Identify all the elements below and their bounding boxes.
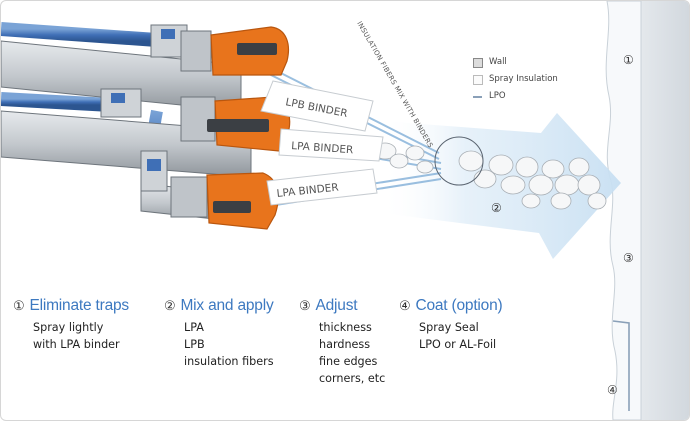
step-1-lines: Spray lightly with LPA binder	[13, 319, 129, 353]
step-4-line: Spray Seal	[419, 321, 479, 334]
step-1-title: ① Eliminate traps	[13, 297, 129, 315]
step-2-number: ②	[164, 298, 176, 313]
binder-tag-2-label: LPA BINDER	[291, 140, 354, 156]
legend-item-wall: Wall	[473, 57, 558, 74]
step-4-lines: Spray Seal LPO or AL-Foil	[399, 319, 502, 353]
step-4: ④ Coat (option) Spray Seal LPO or AL-Foil	[399, 297, 503, 353]
step-3-number: ③	[299, 298, 311, 313]
legend-label: LPO	[489, 91, 506, 101]
step-1-line: with LPA binder	[33, 338, 120, 351]
spray-insulation-layer	[605, 1, 642, 420]
step-1: ① Eliminate traps Spray lightly with LPA …	[13, 297, 129, 353]
mixing-point-circle	[434, 136, 484, 186]
step-3-line: thickness	[319, 321, 372, 334]
step-3-lines: thickness hardness fine edges corners, e…	[299, 319, 385, 387]
legend-item-lpo: LPO	[473, 91, 558, 108]
spray-swatch	[473, 75, 483, 85]
step-2-line: LPA	[184, 321, 204, 334]
wall-swatch	[473, 58, 483, 68]
steps: ① Eliminate traps Spray lightly with LPA …	[1, 297, 601, 417]
step-3-line: hardness	[319, 338, 371, 351]
step-1-heading: Eliminate traps	[29, 297, 129, 314]
spray-gun-body	[1, 24, 252, 224]
step-2-heading: Mix and apply	[180, 297, 274, 314]
nozzle-rods	[207, 43, 277, 213]
step-2-line: LPB	[184, 338, 205, 351]
step-4-number: ④	[399, 298, 411, 313]
step-2: ② Mix and apply LPA LPB insulation fibers	[164, 297, 274, 370]
binder-tag-3: LPA BINDER	[266, 168, 378, 206]
step-3-heading: Adjust	[315, 297, 358, 314]
marker-wall-bottom: ④	[607, 383, 618, 397]
step-1-number: ①	[13, 298, 25, 313]
step-3-line: corners, etc	[319, 372, 386, 385]
step-2-line: insulation fibers	[184, 355, 274, 368]
step-3: ③ Adjust thickness hardness fine edges co…	[299, 297, 385, 387]
step-3-line: fine edges	[319, 355, 378, 368]
lpo-swatch	[473, 96, 482, 98]
step-4-line: LPO or AL-Foil	[419, 338, 497, 351]
step-1-line: Spray lightly	[33, 321, 104, 334]
legend: Wall Spray Insulation LPO	[473, 57, 558, 108]
step-3-title: ③ Adjust	[299, 297, 385, 315]
legend-label: Wall	[489, 57, 507, 67]
binder-tag-2: LPA BINDER	[278, 128, 384, 162]
step-2-title: ② Mix and apply	[164, 297, 274, 315]
marker-spray: ②	[491, 201, 502, 215]
step-2-lines: LPA LPB insulation fibers	[164, 319, 274, 370]
insulation-fiber-clumps	[373, 142, 607, 210]
step-4-heading: Coat (option)	[415, 297, 503, 314]
marker-wall-mid: ③	[623, 251, 634, 265]
wall	[640, 1, 689, 420]
marker-wall-top: ①	[623, 53, 634, 67]
binder-tag-1: LPB BINDER	[260, 80, 374, 132]
step-4-title: ④ Coat (option)	[399, 297, 503, 315]
legend-item-spray: Spray Insulation	[473, 74, 558, 91]
lpo-coat-line	[612, 320, 630, 411]
legend-label: Spray Insulation	[489, 74, 558, 84]
